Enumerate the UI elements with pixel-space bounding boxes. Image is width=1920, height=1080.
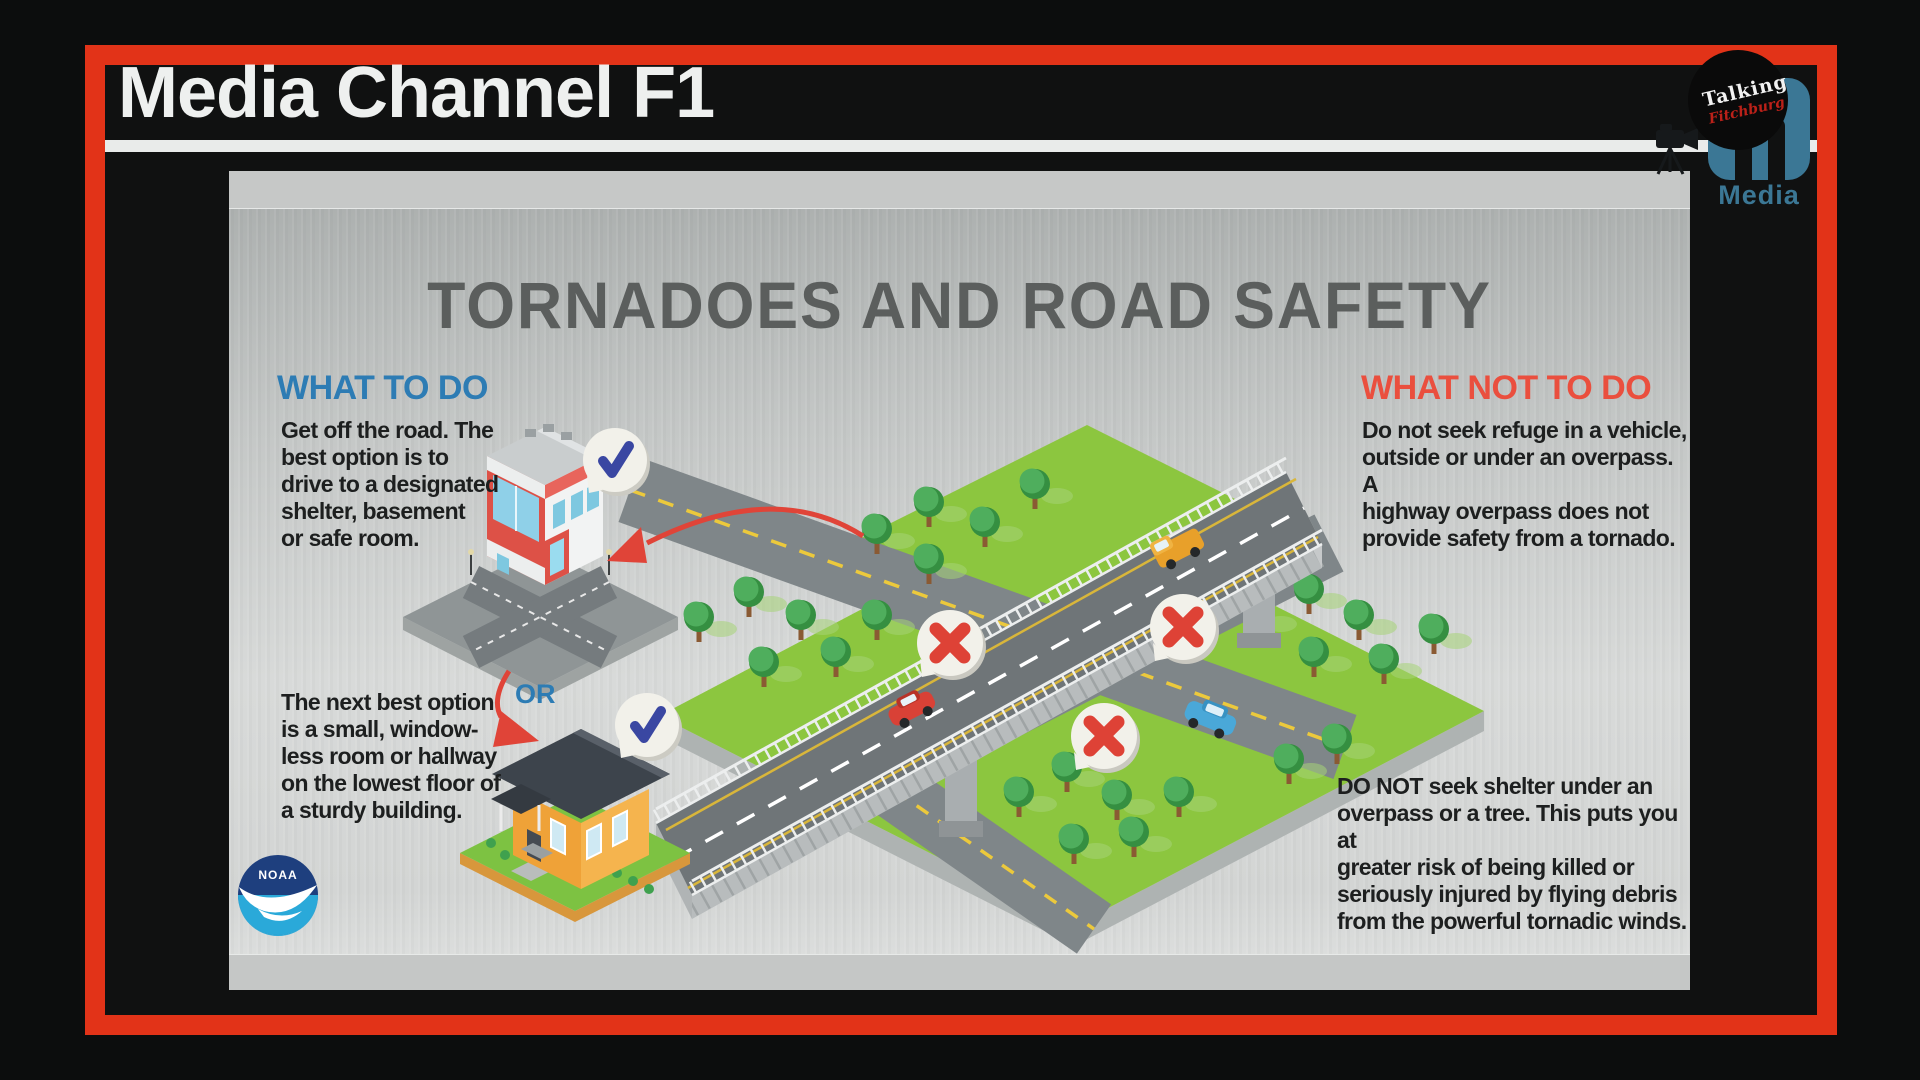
shelter-house — [460, 729, 690, 922]
shelter-building — [403, 424, 678, 700]
title-underline — [105, 140, 1817, 152]
or-label: OR — [515, 679, 556, 709]
panel-bottom-bar — [229, 954, 1690, 990]
what-to-do-heading: WHAT TO DO — [277, 369, 488, 407]
do-not-shelter-paragraph: DO NOT seek shelter under an overpass or… — [1337, 773, 1687, 934]
what-not-to-do-heading: WHAT NOT TO DO — [1361, 369, 1652, 407]
noaa-label: NOAA — [258, 868, 297, 882]
infographic-panel: NOAA TORNADOES AND ROAD SAFETY WHAT TO D… — [229, 171, 1690, 990]
talking-fitchburg-seal: Talking Fitchburg — [1688, 50, 1790, 150]
arrow-to-building — [607, 506, 865, 563]
blue-car — [1184, 699, 1237, 739]
channel-title: Media Channel F1 — [118, 53, 715, 133]
isometric-scene: NOAA — [238, 171, 1484, 954]
infographic-title: TORNADOES AND ROAD SAFETY — [427, 268, 1492, 342]
panel-top-bar — [229, 171, 1690, 209]
yellow-truck — [1149, 528, 1205, 570]
what-to-do-paragraph: Get off the road. The best option is to … — [281, 417, 499, 551]
logo-media-label: Media — [1718, 180, 1800, 210]
red-car — [888, 690, 936, 728]
arrow-to-house — [493, 669, 539, 747]
video-camera-icon — [1656, 124, 1698, 175]
next-best-option-paragraph: The next best option is a small, window-… — [281, 689, 501, 823]
check-badge-building — [583, 428, 650, 496]
check-badge-house — [615, 693, 682, 761]
noaa-logo: NOAA — [238, 855, 318, 936]
talking-fitchburg-media-logo: Talking Fitchburg Media — [1688, 50, 1824, 218]
what-not-to-do-paragraph: Do not seek refuge in a vehicle, outside… — [1362, 417, 1687, 551]
